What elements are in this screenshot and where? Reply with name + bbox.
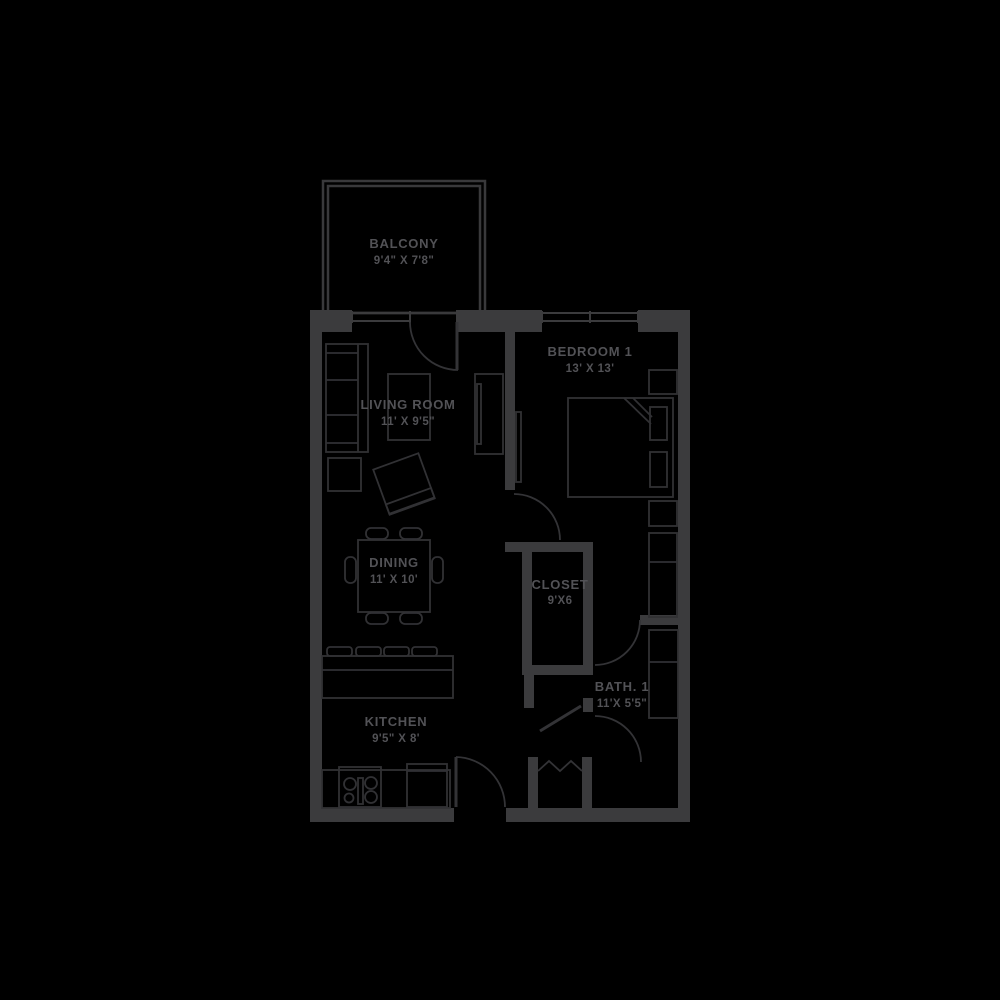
- kitchen-name: KITCHEN: [365, 714, 428, 729]
- bath-hall-door: [539, 704, 642, 763]
- side-table: [327, 457, 362, 492]
- bath-door-from-bedroom: [594, 619, 641, 666]
- balcony-name: BALCONY: [369, 236, 438, 251]
- bath-hall-door-leaf: [539, 704, 582, 733]
- wall-top-middle-block: [456, 310, 542, 332]
- bedroom-dresser-strip: [515, 411, 522, 483]
- outer-walls: [310, 310, 690, 822]
- entry-door: [454, 756, 506, 808]
- bedroom-door-arc: [513, 493, 561, 541]
- kitchen-furniture: [321, 646, 454, 809]
- wall-top-left-block: [310, 310, 352, 332]
- wall-closet-bottom: [522, 665, 593, 675]
- wall-bath-door-jamb: [583, 698, 593, 712]
- room-label-closet: CLOSET 9'X6: [532, 577, 589, 607]
- kitchen-counter: [321, 769, 451, 809]
- coffee-table: [387, 373, 431, 441]
- stove: [338, 766, 382, 808]
- dining-chair: [399, 527, 423, 540]
- refrigerator: [406, 763, 448, 808]
- bedroom1-dims: 13' X 13': [566, 363, 615, 375]
- tv-console: [474, 373, 504, 455]
- room-label-balcony: BALCONY 9'4" X 7'8": [369, 236, 438, 267]
- dining-dims: 11' X 10': [370, 574, 418, 586]
- wall-entry-closet-right: [582, 757, 592, 808]
- dining-chair: [365, 612, 389, 625]
- kitchen-dims: 9'5" X 8': [372, 733, 420, 745]
- windows: [351, 311, 639, 323]
- closet-name: CLOSET: [532, 577, 589, 592]
- blanket-fold: [632, 397, 653, 418]
- pillow: [649, 406, 668, 441]
- bath-door-arc: [594, 619, 641, 666]
- burner: [364, 790, 378, 804]
- stove-center-strip: [357, 777, 364, 805]
- bedroom-window: [541, 311, 639, 323]
- wall-entry-closet-left: [528, 757, 538, 808]
- nightstand: [648, 369, 678, 395]
- entry-door-arc: [455, 756, 506, 808]
- bar-stool: [411, 646, 438, 657]
- dining-furniture: [344, 527, 444, 625]
- bath1-dims: 11'X 5'5": [597, 698, 647, 710]
- room-label-bedroom1: BEDROOM 1 13' X 13': [547, 344, 632, 375]
- wall-hall-horizontal: [505, 542, 593, 552]
- wall-top-right-block: [638, 310, 690, 332]
- living-room-furniture: [325, 343, 522, 516]
- wall-bedroom-bath-divider: [640, 615, 690, 625]
- room-label-kitchen: KITCHEN 9'5" X 8': [365, 714, 428, 745]
- bedroom-furniture: [567, 369, 678, 618]
- bed: [567, 397, 674, 498]
- wall-closet-left: [522, 552, 532, 675]
- bar-stool: [355, 646, 382, 657]
- wardrobe: [648, 532, 678, 618]
- room-label-dining: DINING 11' X 10': [369, 555, 419, 586]
- wall-stub-hall: [524, 675, 534, 708]
- living-dims: 11' X 9'5": [381, 416, 435, 428]
- bifold-closet-door: [537, 759, 583, 773]
- dining-name: DINING: [369, 555, 419, 570]
- pillow: [649, 451, 668, 488]
- wall-closet-right: [583, 552, 593, 665]
- dining-chair: [365, 527, 389, 540]
- bedroom1-name: BEDROOM 1: [547, 344, 632, 359]
- dining-chair: [399, 612, 423, 625]
- bar-stool: [383, 646, 410, 657]
- dining-chair: [431, 556, 444, 584]
- closet-dims: 9'X6: [548, 595, 573, 607]
- bath-hall-door-arc: [594, 715, 642, 763]
- sofa: [325, 343, 369, 453]
- wall-left: [310, 310, 322, 822]
- bar-stool: [326, 646, 353, 657]
- room-label-bath1: BATH. 1 11'X 5'5": [595, 679, 650, 710]
- bath-fixtures: [648, 629, 679, 719]
- burner: [364, 776, 378, 790]
- wall-right: [678, 310, 690, 822]
- burner: [343, 777, 357, 791]
- wall-living-bedroom-divider: [505, 330, 515, 490]
- bath-vanity: [648, 629, 679, 719]
- blanket-fold: [623, 397, 652, 425]
- balcony-door-arc: [409, 321, 459, 371]
- interior-walls: [505, 330, 690, 808]
- kitchen-island: [321, 655, 454, 699]
- balcony-dims: 9'4" X 7'8": [374, 255, 434, 267]
- tv: [476, 383, 482, 445]
- living-room-window: [351, 311, 411, 323]
- lounge-chair: [372, 452, 436, 516]
- burner: [343, 792, 355, 804]
- wall-bottom-right: [506, 808, 690, 822]
- nightstand: [648, 500, 678, 527]
- balcony-door: [409, 321, 459, 371]
- room-labels: BALCONY 9'4" X 7'8" LIVING ROOM 11' X 9'…: [360, 236, 650, 745]
- dining-chair: [344, 556, 357, 584]
- wall-bottom-left: [310, 808, 454, 822]
- living-name: LIVING ROOM: [360, 397, 455, 412]
- bedroom-door: [513, 493, 561, 541]
- dining-table: [357, 539, 431, 613]
- doors: [409, 321, 642, 808]
- bath1-name: BATH. 1: [595, 679, 650, 694]
- room-label-living: LIVING ROOM 11' X 9'5": [360, 397, 455, 428]
